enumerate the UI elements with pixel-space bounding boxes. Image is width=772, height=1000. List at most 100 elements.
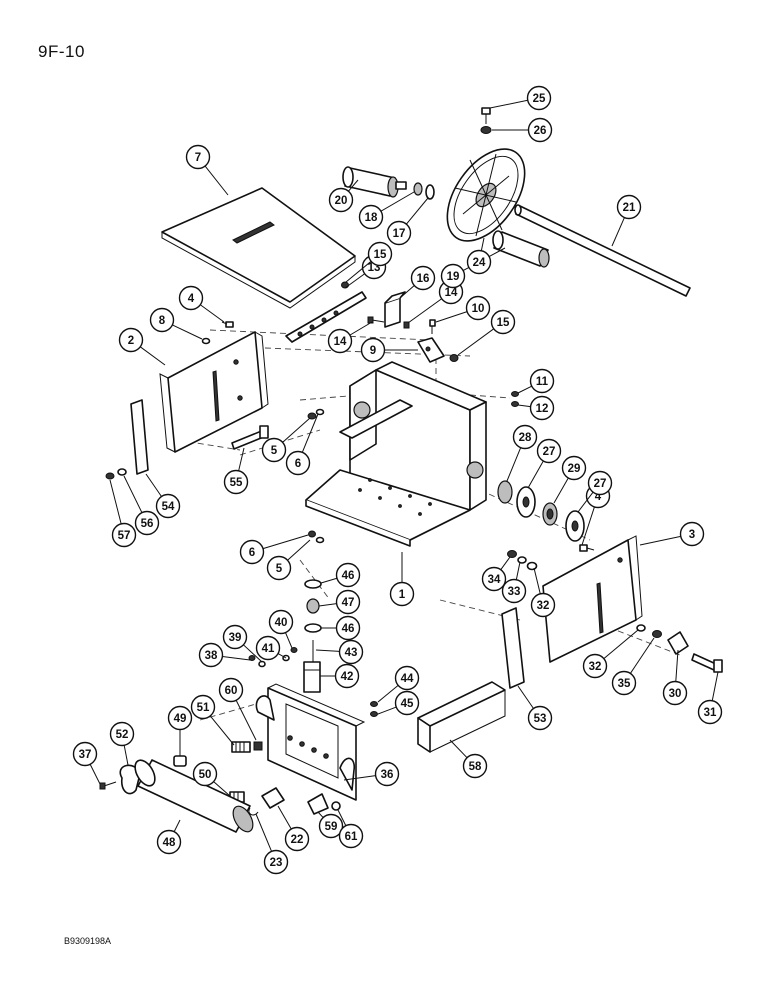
washers-34-33-32	[507, 550, 538, 571]
callout-label-37: 37	[79, 749, 92, 761]
callout-circle-61	[338, 823, 364, 849]
callout-circle-22	[284, 826, 310, 852]
callout-label-60: 60	[225, 685, 238, 697]
callout-label-55: 55	[230, 477, 243, 489]
callout-leader-11	[517, 385, 532, 394]
bracket-16	[384, 291, 406, 328]
callout-label-15: 15	[374, 249, 387, 261]
callout-leader-36	[343, 775, 376, 781]
callout-label-8: 8	[159, 315, 166, 327]
callout-label-2: 2	[128, 335, 134, 347]
callout-label-10: 10	[472, 303, 485, 315]
callout-leader-37	[89, 764, 101, 785]
callout-label-7: 7	[195, 152, 201, 164]
callout-leader-5	[287, 539, 311, 561]
callout-label-14: 14	[334, 336, 347, 348]
callout-circle-33	[501, 578, 527, 604]
callout-circle-5	[261, 437, 287, 463]
callout-circle-58	[462, 753, 488, 779]
callout-leader-38	[222, 655, 251, 661]
bolt-55	[231, 425, 269, 450]
callout-circle-30	[662, 680, 688, 706]
callout-label-58: 58	[469, 761, 482, 773]
callout-circle-11	[529, 368, 555, 394]
callout-label-1: 1	[399, 589, 406, 601]
callout-leader-39	[243, 644, 263, 663]
screw-4-left	[221, 321, 234, 328]
callout-leader-7	[204, 165, 229, 196]
callout-leader-2	[139, 346, 166, 366]
washer-8	[201, 337, 211, 345]
callout-label-46: 46	[342, 623, 355, 635]
callout-circle-39	[222, 624, 248, 650]
spacer-stack	[304, 579, 322, 633]
callout-label-57: 57	[118, 530, 131, 542]
callout-circle-53	[527, 705, 553, 731]
callout-leader-17	[405, 197, 429, 225]
callout-circle-43	[338, 639, 364, 665]
long-shaft	[514, 204, 691, 297]
callout-circle-6	[285, 450, 311, 476]
callout-circle-14	[327, 328, 353, 354]
callout-label-6: 6	[249, 547, 255, 559]
callout-leader-27	[577, 491, 594, 513]
callout-leader-61	[337, 809, 347, 826]
callout-leader-3	[639, 535, 681, 546]
callout-label-44: 44	[401, 673, 414, 685]
callout-label-54: 54	[162, 501, 175, 513]
roller-lower	[492, 230, 550, 268]
callout-circle-60	[218, 677, 244, 703]
post-42-43	[303, 640, 321, 693]
callout-circle-20	[328, 187, 354, 213]
callout-label-15: 15	[497, 317, 510, 329]
callout-label-19: 19	[447, 271, 460, 283]
elbow-59	[307, 793, 329, 815]
callout-group: 1234455667891011121314141515161718192021…	[72, 85, 723, 875]
callout-leader-43	[315, 649, 340, 652]
callout-leader-6	[301, 413, 319, 453]
clamp-52	[119, 764, 141, 795]
callout-circle-10	[465, 295, 491, 321]
callout-circle-9	[360, 337, 386, 363]
callout-circle-23	[263, 849, 289, 875]
callout-leader-32	[533, 567, 541, 594]
callout-circle-51	[190, 694, 216, 720]
callout-label-53: 53	[534, 713, 547, 725]
callout-leader-25	[489, 99, 528, 109]
callout-circle-6	[239, 539, 265, 565]
callout-leader-28	[506, 447, 522, 482]
channel-58	[417, 681, 506, 753]
callout-leader-57	[109, 479, 122, 524]
sprocket-wheel	[446, 148, 526, 242]
callout-circle-12	[529, 395, 555, 421]
callout-leader-4	[200, 304, 225, 323]
callout-leader-18	[380, 191, 415, 212]
callout-leader-46	[320, 577, 338, 584]
callout-label-51: 51	[197, 702, 210, 714]
callout-circle-31	[697, 699, 723, 725]
callout-leader-40	[285, 632, 293, 649]
callout-circle-47	[335, 589, 361, 615]
callout-label-56: 56	[141, 518, 154, 530]
callout-label-38: 38	[205, 650, 218, 662]
callout-label-14: 14	[445, 287, 458, 299]
right-hardware	[636, 624, 723, 673]
callout-leader-27	[527, 460, 544, 489]
link-arm	[285, 291, 367, 343]
callout-circle-56	[134, 510, 160, 536]
callout-leader-33	[515, 561, 521, 580]
callout-label-4: 4	[188, 293, 195, 305]
callout-circle-42	[334, 663, 360, 689]
callout-circle-1	[389, 581, 415, 607]
callout-circle-46	[335, 562, 361, 588]
callout-label-27: 27	[543, 446, 556, 458]
callout-label-24: 24	[473, 257, 486, 269]
callout-label-34: 34	[488, 574, 501, 586]
callout-label-27: 27	[594, 478, 607, 490]
screw-4-right	[579, 544, 595, 552]
callout-circle-40	[268, 609, 294, 635]
callout-label-33: 33	[508, 586, 521, 598]
callout-circle-34	[481, 566, 507, 592]
callout-circle-38	[198, 642, 224, 668]
callout-leader-59	[317, 811, 324, 818]
